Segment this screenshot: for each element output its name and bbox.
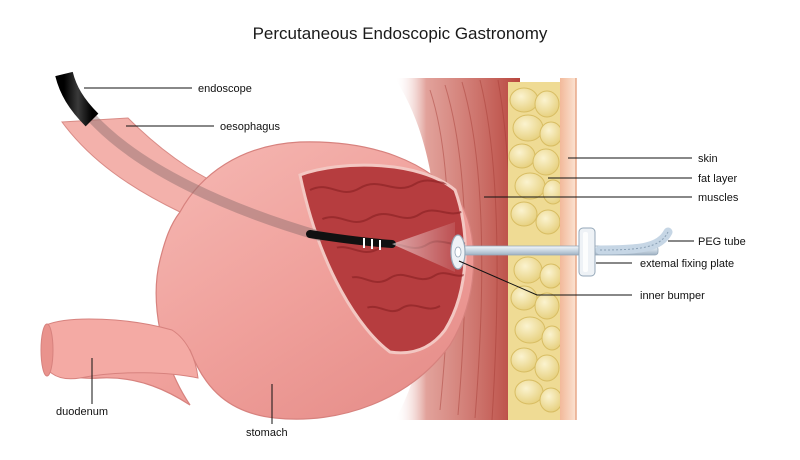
endoscope-in-oesophagus: [87, 113, 325, 241]
label-duodenum: duodenum: [56, 406, 108, 418]
diagram-title: Percutaneous Endoscopic Gastronomy: [253, 24, 548, 43]
label-oesophagus: oesophagus: [220, 121, 280, 133]
label-inner-bumper: inner bumper: [640, 290, 705, 302]
endoscope-tip: [306, 230, 396, 248]
label-fat-layer: fat layer: [698, 173, 737, 185]
label-stomach: stomach: [246, 427, 288, 439]
endoscope-light-beam: [392, 222, 455, 272]
label-muscles: muscles: [698, 192, 739, 204]
peg-tube-bend: [595, 227, 673, 255]
label-endoscope: endoscope: [198, 83, 252, 95]
label-external-fixing-plate: extemal fixing plate: [640, 258, 734, 270]
endoscope: [55, 71, 99, 127]
leader-inner-bumper: [458, 260, 632, 296]
label-skin: skin: [698, 153, 718, 165]
fat-cells: [508, 87, 564, 413]
label-peg-tube: PEG tube: [698, 236, 746, 248]
